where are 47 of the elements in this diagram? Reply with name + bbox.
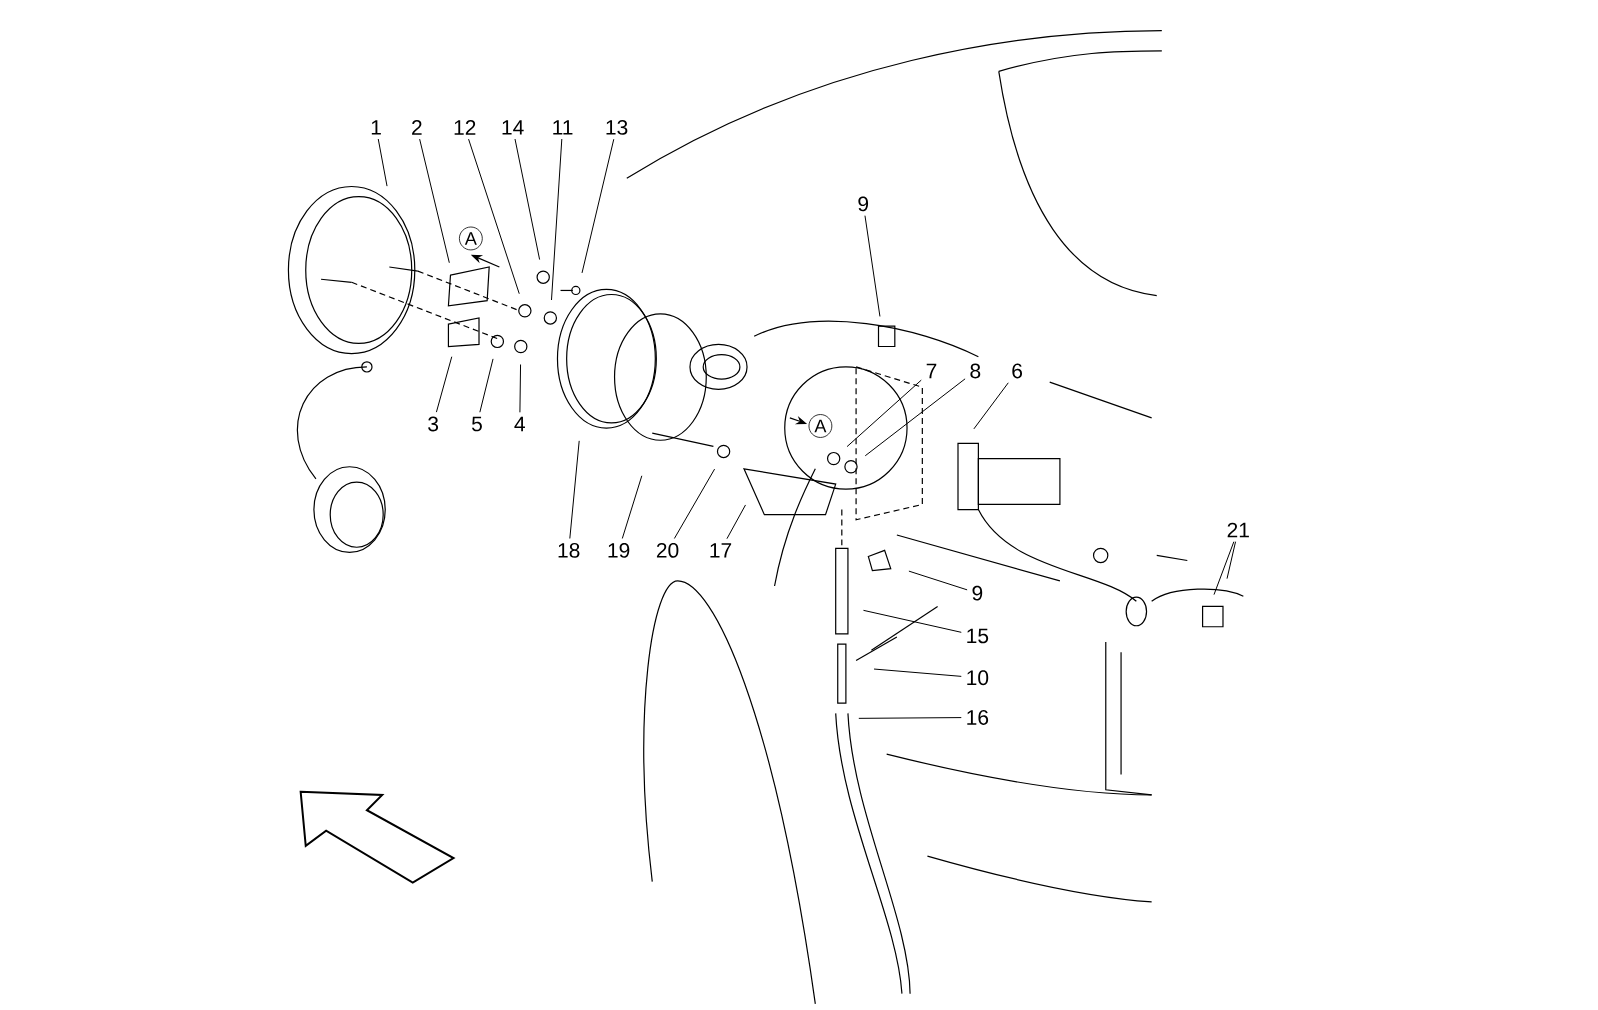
callout-number: 18 (553, 538, 585, 562)
leader-line (551, 138, 563, 301)
leader-line (519, 364, 522, 413)
leader-line (858, 717, 962, 719)
callout-number: 15 (961, 624, 994, 648)
callout-number: 4 (509, 412, 530, 436)
leader-line (514, 138, 541, 261)
callout-number: 9 (967, 581, 988, 605)
leader-line (864, 215, 881, 317)
leader-line (908, 570, 968, 591)
callout-number: 10 (961, 666, 994, 690)
callout-number: 12 (449, 116, 481, 139)
leader-line (581, 138, 615, 274)
leader-line (864, 378, 966, 457)
callout-number: 9 (853, 192, 874, 216)
leader-line (377, 138, 388, 187)
leader-line (1226, 541, 1237, 580)
leader-line (862, 609, 962, 633)
callout-number: 21 (1222, 518, 1254, 542)
callout-number: 20 (651, 538, 684, 562)
leader-line (973, 382, 1009, 430)
leader-line (419, 138, 450, 264)
callout-number: 7 (921, 359, 942, 383)
leader-line (621, 475, 643, 539)
circled-letter: A (459, 226, 483, 251)
circled-letter: A (808, 414, 833, 438)
leader-line (673, 468, 716, 539)
callout-number: 8 (965, 359, 986, 383)
callout-number: 3 (423, 412, 443, 436)
leader-line (435, 356, 453, 413)
leader-line (468, 138, 520, 295)
callout-number: 17 (704, 539, 737, 562)
callout-number: 6 (1007, 359, 1027, 383)
leader-line (1213, 541, 1235, 596)
leader-line (569, 440, 580, 539)
callout-number: 13 (600, 115, 633, 139)
callout-number: 2 (407, 116, 427, 139)
leader-line (846, 379, 922, 448)
callout-number: 1 (366, 116, 386, 139)
callout-number: 19 (602, 538, 635, 562)
leader-line (479, 358, 494, 413)
callout-number: 14 (496, 116, 529, 139)
leader-line (873, 668, 962, 677)
leader-line (726, 504, 746, 540)
callout-number: 16 (961, 706, 994, 729)
callout-number: 5 (467, 412, 487, 436)
callout-number: 11 (547, 116, 578, 139)
